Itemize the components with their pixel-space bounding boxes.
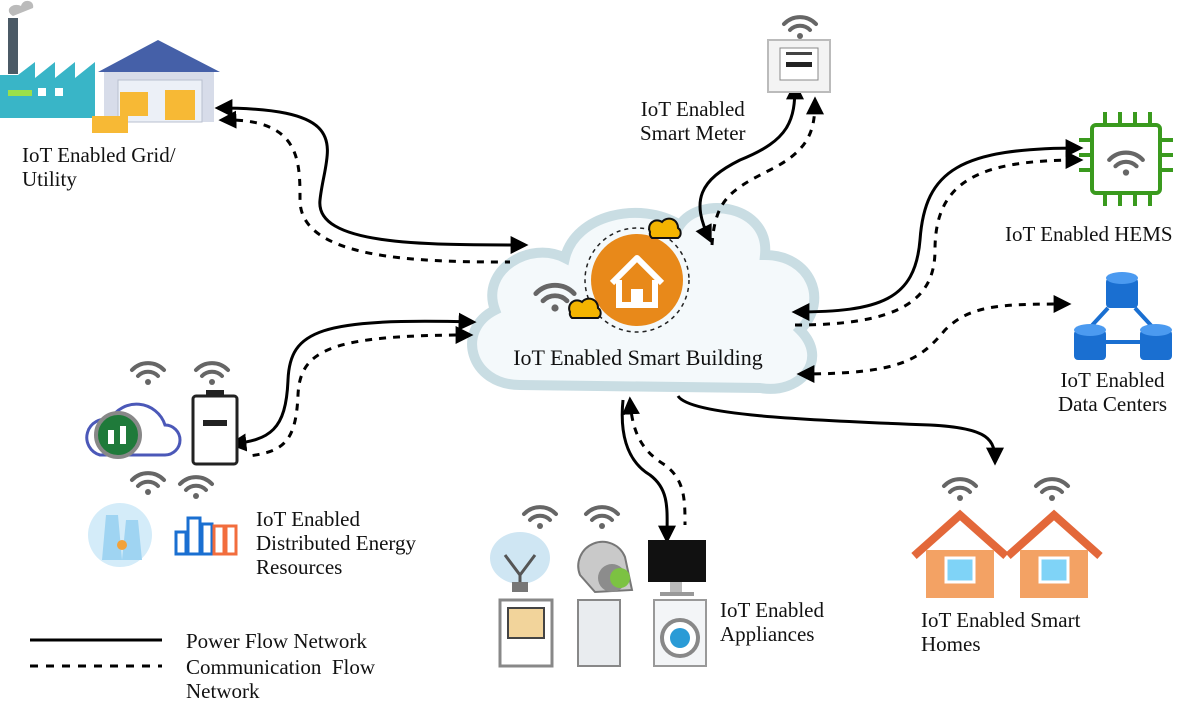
comm-line-datacenters: [796, 295, 1072, 383]
homes-label: IoT Enabled Smart Homes: [921, 608, 1080, 656]
comm-line-appliances: [621, 396, 687, 526]
comm-line-meter: [710, 96, 824, 246]
grid-label-line1: IoT Enabled Grid/: [22, 143, 176, 167]
database-icon: [1074, 272, 1172, 360]
communication-flow-lines: [218, 96, 1084, 526]
grid-label-line2: Utility: [22, 167, 77, 191]
power-line-grid: [214, 99, 529, 254]
appliances-label-line1: IoT Enabled: [720, 598, 824, 622]
small-cloud-icon: [568, 217, 682, 319]
legend: [30, 638, 162, 668]
comm-line-grid: [218, 110, 511, 264]
der-illustrations: [85, 361, 239, 567]
smart-meter-illustration: [767, 15, 831, 93]
comm-line-hems: [794, 151, 1084, 327]
power-line-meter: [695, 81, 804, 244]
appliance-illustrations: [490, 505, 707, 668]
hems-label: IoT Enabled HEMS: [1005, 222, 1173, 246]
datacenters-label-line1: IoT Enabled: [1060, 368, 1165, 392]
appliances-label-line2: Appliances: [720, 622, 815, 646]
comm-line-der: [247, 326, 474, 458]
meter-label-line2: Smart Meter: [640, 121, 746, 145]
meter-label: IoT Enabled Smart Meter: [640, 97, 746, 145]
homes-label-line2: Homes: [921, 632, 981, 656]
power-line-appliances: [620, 399, 677, 544]
der-label: IoT Enabled Distributed Energy Resources: [256, 507, 416, 579]
grid-utility-illustration: [0, 0, 220, 133]
datacenters-label: IoT Enabled Data Centers: [1058, 368, 1167, 416]
appliances-label: IoT Enabled Appliances: [720, 598, 824, 646]
legend-power-label: Power Flow Network: [186, 629, 367, 653]
hems-chip-icon: [1079, 112, 1173, 206]
power-line-der: [228, 312, 477, 452]
legend-comm-label-line2: Network: [186, 679, 260, 703]
grid-label: IoT Enabled Grid/ Utility: [22, 143, 176, 191]
legend-comm-label-line1: Communication Flow: [186, 655, 375, 679]
home-icon: [609, 255, 665, 308]
hub-label: IoT Enabled Smart Building: [513, 345, 763, 370]
smart-homes-illustration: [911, 477, 1103, 598]
datacenters-label-line2: Data Centers: [1058, 392, 1168, 416]
der-label-line3: Resources: [256, 555, 343, 579]
meter-label-line1: IoT Enabled: [640, 97, 745, 121]
homes-label-line1: IoT Enabled Smart: [921, 608, 1081, 632]
der-label-line2: Distributed Energy: [256, 531, 417, 555]
power-line-homes: [676, 395, 1004, 466]
der-label-line1: IoT Enabled: [256, 507, 360, 531]
